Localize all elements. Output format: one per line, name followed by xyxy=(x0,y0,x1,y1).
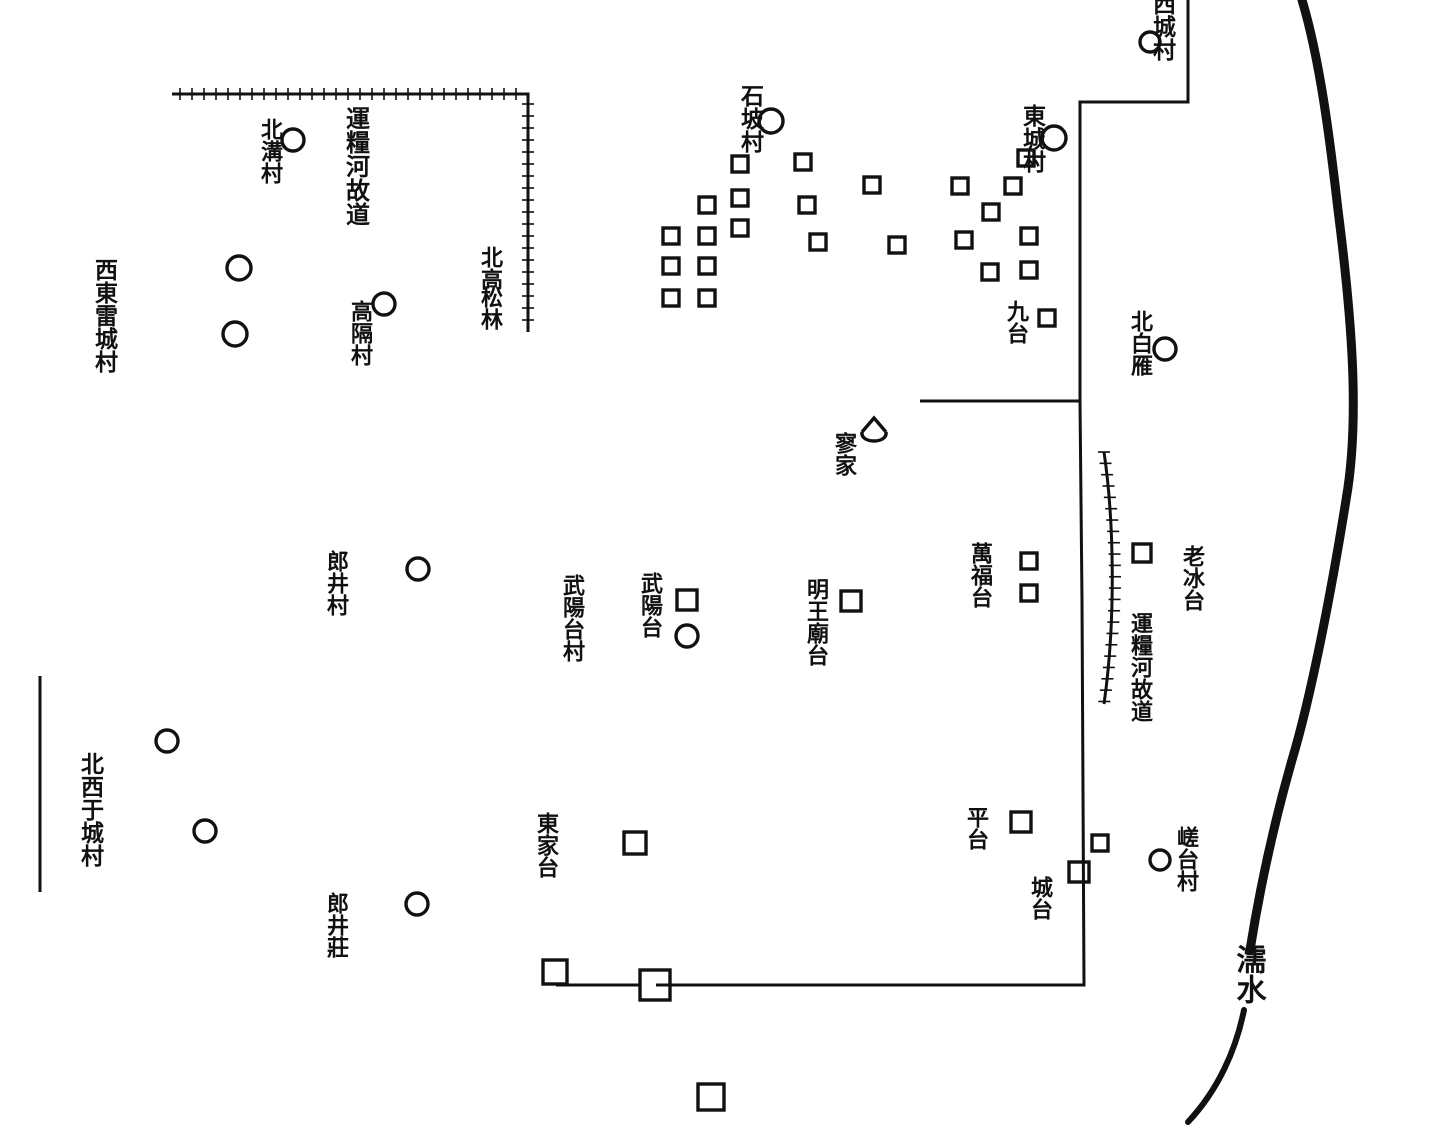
label-chengtai: 城台 xyxy=(1027,875,1053,920)
terrace-marker xyxy=(675,588,699,612)
terrace-marker xyxy=(730,218,750,238)
terrace-marker xyxy=(1019,260,1039,280)
label-yunliang-canal-old: 運糧河故道 xyxy=(342,106,371,226)
label-west-east-leiyu-village: 西東雷城村 xyxy=(91,258,119,374)
label-jingzhuang: 郎井莊 xyxy=(323,891,349,959)
terrace-marker xyxy=(862,175,882,195)
terrace-cluster xyxy=(541,148,1153,1112)
terrace-marker xyxy=(730,154,750,174)
terrace-marker xyxy=(797,195,817,215)
label-wanfu-terrace: 萬福台 xyxy=(967,542,994,608)
terrace-marker xyxy=(839,589,863,613)
terrace-marker xyxy=(1037,308,1057,328)
terrace-marker xyxy=(808,232,828,252)
terrace-marker xyxy=(950,176,970,196)
terrace-marker xyxy=(980,262,1000,282)
label-west-city-village: 西城村 xyxy=(1149,0,1177,62)
terrace-marker xyxy=(981,202,1001,222)
label-beigou-village: 北溝村 xyxy=(257,118,283,185)
terrace-marker xyxy=(1131,542,1153,564)
village-marker xyxy=(221,320,249,348)
terrace-marker xyxy=(697,256,717,276)
terrace-marker xyxy=(697,288,717,308)
label-shipo-village: 石坡村 xyxy=(737,84,766,154)
old-canal-east xyxy=(1098,451,1121,705)
terrace-marker xyxy=(1009,810,1033,834)
terrace-marker xyxy=(1067,860,1091,884)
village-marker xyxy=(405,556,431,582)
terrace-marker xyxy=(661,288,681,308)
terrace-marker xyxy=(954,230,974,250)
label-yunliang-canal-old-east: 運糧河故道 xyxy=(1127,612,1153,722)
label-yishui: 濡水 xyxy=(1231,944,1267,1004)
terrace-marker xyxy=(1016,148,1036,168)
village-marker xyxy=(674,623,700,649)
label-jiuxiu-terrace: 九台 xyxy=(1003,300,1030,344)
old-canal-north xyxy=(172,88,534,332)
village-marker xyxy=(1040,124,1068,152)
terrace-marker xyxy=(1003,176,1023,196)
terrace-marker xyxy=(697,195,717,215)
label-wuyang-terrace: 武陽台 xyxy=(637,572,663,638)
label-liaojia: 寥家 xyxy=(831,431,857,476)
river-yishui-lower xyxy=(1185,1007,1247,1125)
village-marker xyxy=(280,127,306,153)
label-lijing-village: 郎井村 xyxy=(323,549,349,617)
terrace-marker xyxy=(661,226,681,246)
village-marker xyxy=(1148,848,1172,872)
village-marker xyxy=(225,254,253,282)
terrace-marker xyxy=(638,968,672,1002)
label-hetai-west: 平台 xyxy=(963,806,989,850)
terrace-marker xyxy=(697,226,717,246)
label-gaowei-village: 高隔村 xyxy=(347,299,373,367)
terrace-marker xyxy=(793,152,813,172)
label-dongting-terrace: 老冰台 xyxy=(1179,545,1206,611)
village-marker xyxy=(404,891,430,917)
label-beigao: 北高 xyxy=(477,246,503,290)
terrace-marker xyxy=(541,958,569,986)
label-pine-forest: 松林 xyxy=(477,286,503,330)
village-marker xyxy=(154,728,180,754)
temple-marker xyxy=(860,415,888,443)
village-marker xyxy=(192,818,218,844)
label-north-south-yuke-village: 北西于城村 xyxy=(77,752,105,868)
terrace-marker xyxy=(1019,551,1039,571)
village-marker xyxy=(1152,336,1178,362)
river-yishui xyxy=(1245,0,1358,955)
terrace-marker xyxy=(887,235,907,255)
label-mingwang-terrace: 明王廟台 xyxy=(803,578,829,666)
village-marker xyxy=(1138,30,1162,54)
terrace-marker xyxy=(730,188,750,208)
terrace-marker xyxy=(696,1082,726,1112)
label-dongjia-terrace: 東家台 xyxy=(533,812,559,878)
label-hetai-village: 嵯台村 xyxy=(1173,825,1199,893)
label-wuyang-village: 武陽台村 xyxy=(559,574,585,663)
terrace-marker xyxy=(1019,226,1039,246)
label-beibaiyan: 北白雁 xyxy=(1127,310,1153,377)
terrace-marker xyxy=(661,256,681,276)
terrace-marker xyxy=(1019,583,1039,603)
village-marker xyxy=(371,291,397,317)
terrace-marker xyxy=(1090,833,1110,853)
label-east-city-village: 東城村 xyxy=(1019,104,1047,174)
terrace-marker xyxy=(622,830,648,856)
village-marker xyxy=(757,107,785,135)
